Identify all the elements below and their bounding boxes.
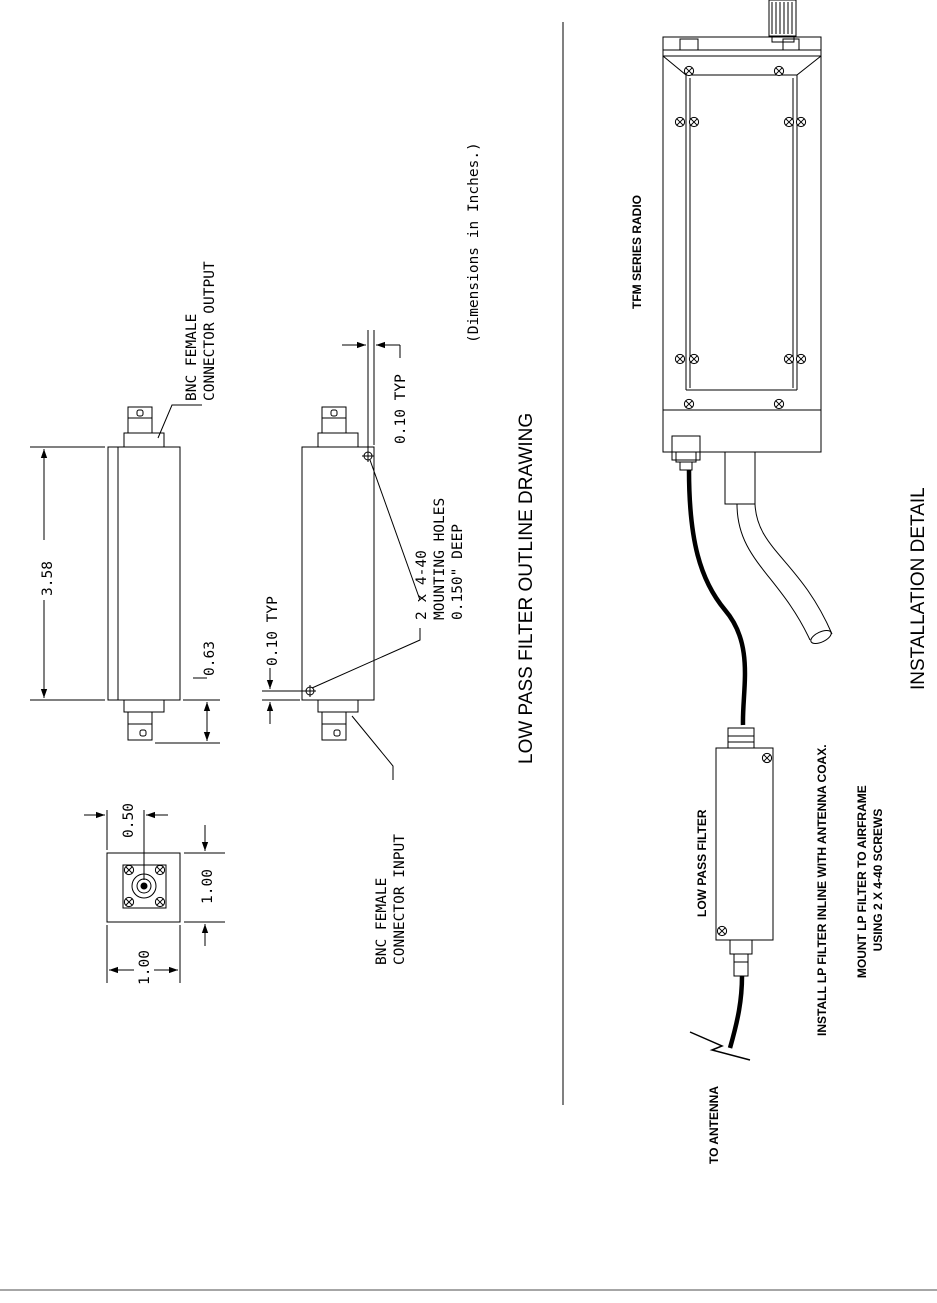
typ-left-dim-label: 0.10 TYP — [265, 596, 281, 666]
antenna-break-symbol — [689, 1031, 751, 1061]
end-width-dim-label: 1.00 — [137, 950, 153, 985]
mounting-holes-label: 2 x 4-40 MOUNTING HOLES 0.150" DEEP — [414, 489, 466, 620]
installation-detail-title: INSTALLATION DETAIL — [908, 487, 929, 690]
outline-drawing-title: LOW PASS FILTER OUTLINE DRAWING — [516, 413, 537, 764]
typ-right-dim-label: 0.10 TYP — [393, 374, 409, 444]
side-thickness-dim-label: 0.63 — [202, 641, 218, 676]
output-connector-label: BNC FEMALE CONNECTOR OUTPUT — [184, 261, 218, 401]
side-length-dim-label: 3.58 — [40, 561, 56, 596]
power-harness-cable — [736, 503, 833, 644]
filter-label: LOW PASS FILTER — [695, 809, 709, 917]
radio-label: TFM SERIES RADIO — [630, 195, 644, 309]
antenna-label: TO ANTENNA — [707, 1086, 721, 1164]
input-connector-label: BNC FEMALE CONNECTOR INPUT — [374, 834, 408, 965]
side-view — [30, 404, 220, 744]
coax-cable-to-antenna — [727, 975, 745, 1049]
end-view — [84, 810, 225, 983]
install-note-inline: INSTALL LP FILTER INLINE WITH ANTENNA CO… — [815, 744, 829, 1036]
radio-screws — [674, 65, 807, 410]
end-offset-dim-label: 0.50 — [121, 803, 137, 838]
end-height-dim-label: 1.00 — [200, 869, 216, 904]
install-note-mount: MOUNT LP FILTER TO AIRFRAME USING 2 X 4-… — [855, 782, 885, 978]
installed-lp-filter — [715, 727, 774, 977]
tfm-radio — [662, 0, 822, 505]
dimensions-note: (Dimensions in Inches.) — [466, 142, 482, 343]
coax-cable-radio-to-filter — [686, 469, 748, 726]
top-view — [262, 330, 421, 780]
